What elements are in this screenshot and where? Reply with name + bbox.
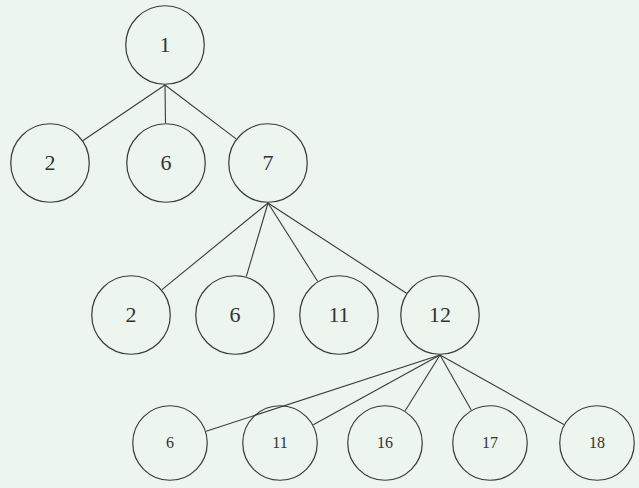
tree-edge	[246, 203, 268, 277]
node-number: 11	[328, 302, 349, 328]
tree-edge	[165, 85, 236, 139]
tree-node: 11	[242, 405, 318, 481]
node-number: 6	[230, 302, 241, 328]
node-number: 1	[160, 32, 171, 58]
tree-node: 7	[228, 123, 308, 203]
node-number: 12	[429, 302, 451, 328]
node-number: 2	[126, 302, 137, 328]
tree-node: 6	[132, 405, 208, 481]
tree-node: 12	[400, 275, 480, 355]
node-number: 17	[482, 434, 498, 452]
tree-node: 1	[125, 5, 205, 85]
tree-edge	[164, 85, 166, 123]
tree-node: 17	[452, 405, 528, 481]
tree-node: 16	[347, 405, 423, 481]
node-number: 6	[166, 434, 174, 452]
tree-edge	[268, 203, 406, 293]
node-number: 11	[272, 434, 287, 452]
node-number: 18	[589, 434, 605, 452]
node-number: 6	[161, 150, 172, 176]
tree-edge	[83, 85, 165, 141]
node-number: 2	[45, 150, 56, 176]
tree-node: 6	[126, 123, 206, 203]
tree-edge	[405, 355, 440, 411]
tree-node: 2	[91, 275, 171, 355]
tree-edge	[440, 355, 564, 424]
tree-node: 18	[559, 405, 635, 481]
tree-node: 6	[195, 275, 275, 355]
tree-node: 11	[299, 275, 379, 355]
node-number: 7	[263, 150, 274, 176]
tree-edge	[206, 355, 440, 431]
tree-node: 2	[10, 123, 90, 203]
tree-edge	[313, 355, 440, 425]
tree-edge	[162, 203, 268, 290]
tree-edge	[268, 203, 318, 281]
node-number: 16	[377, 434, 393, 452]
